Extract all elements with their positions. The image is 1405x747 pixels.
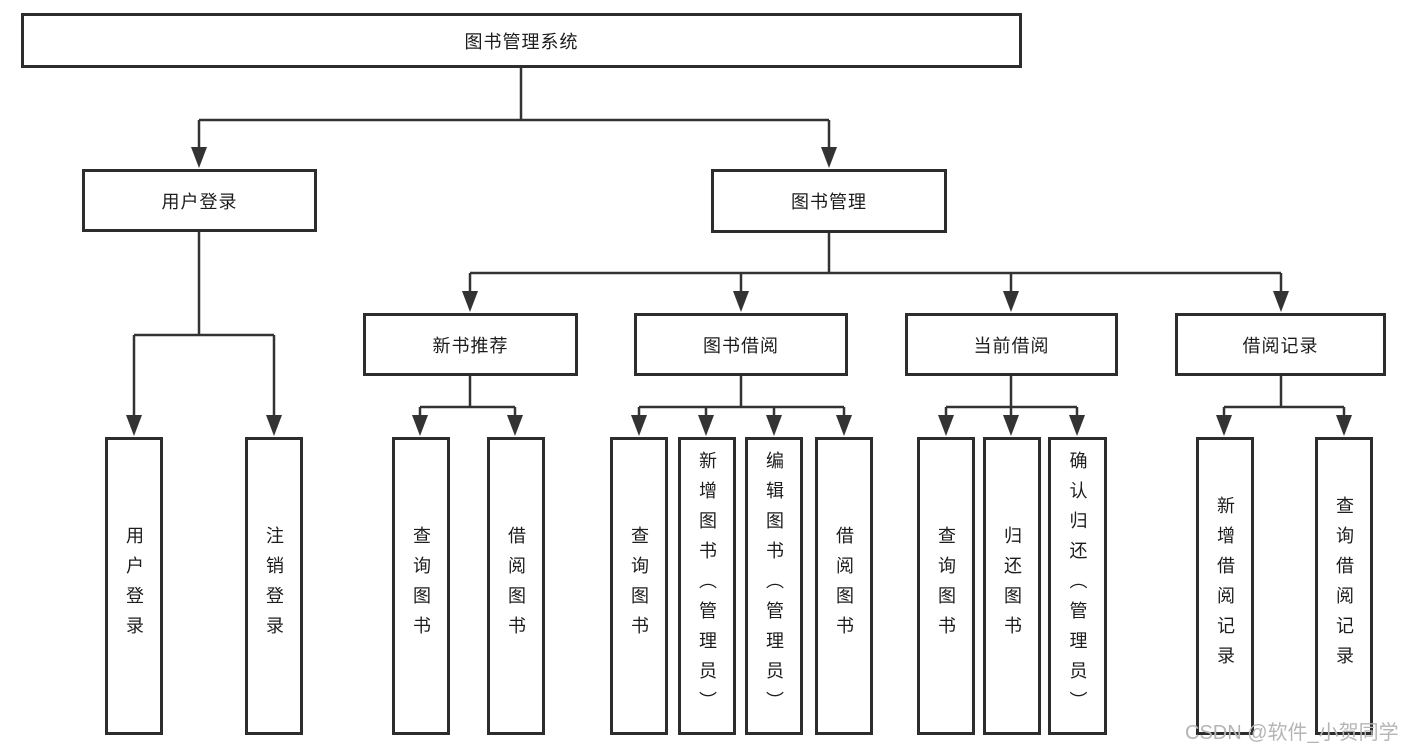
leaf-user-login: 用户登录 xyxy=(105,437,163,735)
leaf-query-borrow-record-label: 查询借阅记录 xyxy=(1334,496,1354,676)
leaf-add-books-admin-label: 新增图书（管理员） xyxy=(697,451,717,721)
leaf-query-books-recommend-label: 查询图书 xyxy=(411,526,431,646)
leaf-add-borrow-record: 新增借阅记录 xyxy=(1196,437,1254,735)
node-user-login-label: 用户登录 xyxy=(161,191,238,212)
leaf-query-books-borrow-label: 查询图书 xyxy=(629,526,649,646)
node-root-label: 图书管理系统 xyxy=(464,31,579,52)
leaf-borrow-books-label: 借阅图书 xyxy=(834,526,854,646)
node-book-management: 图书管理 xyxy=(711,169,947,233)
leaf-return-books: 归还图书 xyxy=(983,437,1041,735)
node-book-management-label: 图书管理 xyxy=(791,192,867,212)
leaf-user-login-label: 用户登录 xyxy=(124,526,144,646)
leaf-borrow-books-recommend: 借阅图书 xyxy=(487,437,545,735)
leaf-query-books-borrow: 查询图书 xyxy=(610,437,668,735)
leaf-query-books-recommend: 查询图书 xyxy=(392,437,450,735)
connector-path xyxy=(132,68,1346,417)
leaf-borrow-books: 借阅图书 xyxy=(815,437,873,735)
leaf-return-books-label: 归还图书 xyxy=(1002,526,1022,646)
watermark-text: CSDN @软件_小贺同学 xyxy=(1185,722,1399,744)
arrowheads xyxy=(126,147,1352,436)
leaf-edit-books-admin-label: 编辑图书（管理员） xyxy=(764,451,784,721)
leaf-logout-label: 注销登录 xyxy=(264,526,284,646)
node-new-book-recommend-label: 新书推荐 xyxy=(432,335,509,356)
node-root: 图书管理系统 xyxy=(21,13,1022,68)
leaf-edit-books-admin: 编辑图书（管理员） xyxy=(745,437,803,735)
node-book-borrow-label: 图书借阅 xyxy=(703,335,779,356)
leaf-query-borrow-record: 查询借阅记录 xyxy=(1315,437,1373,735)
leaf-confirm-return-admin-label: 确认归还（管理员） xyxy=(1067,451,1088,721)
leaf-add-books-admin: 新增图书（管理员） xyxy=(678,437,736,735)
node-new-book-recommend: 新书推荐 xyxy=(363,313,578,376)
leaf-query-books-current: 查询图书 xyxy=(917,437,975,735)
leaf-add-borrow-record-label: 新增借阅记录 xyxy=(1215,496,1235,676)
node-book-borrow: 图书借阅 xyxy=(634,313,848,376)
leaf-logout: 注销登录 xyxy=(245,437,303,735)
leaf-confirm-return-admin: 确认归还（管理员） xyxy=(1048,437,1107,735)
node-borrow-records: 借阅记录 xyxy=(1175,313,1386,376)
node-current-borrow: 当前借阅 xyxy=(905,313,1118,376)
node-borrow-records-label: 借阅记录 xyxy=(1242,335,1319,356)
node-current-borrow-label: 当前借阅 xyxy=(973,335,1050,356)
node-user-login: 用户登录 xyxy=(82,169,317,232)
leaf-query-books-current-label: 查询图书 xyxy=(936,526,956,646)
leaf-borrow-books-recommend-label: 借阅图书 xyxy=(506,526,526,646)
